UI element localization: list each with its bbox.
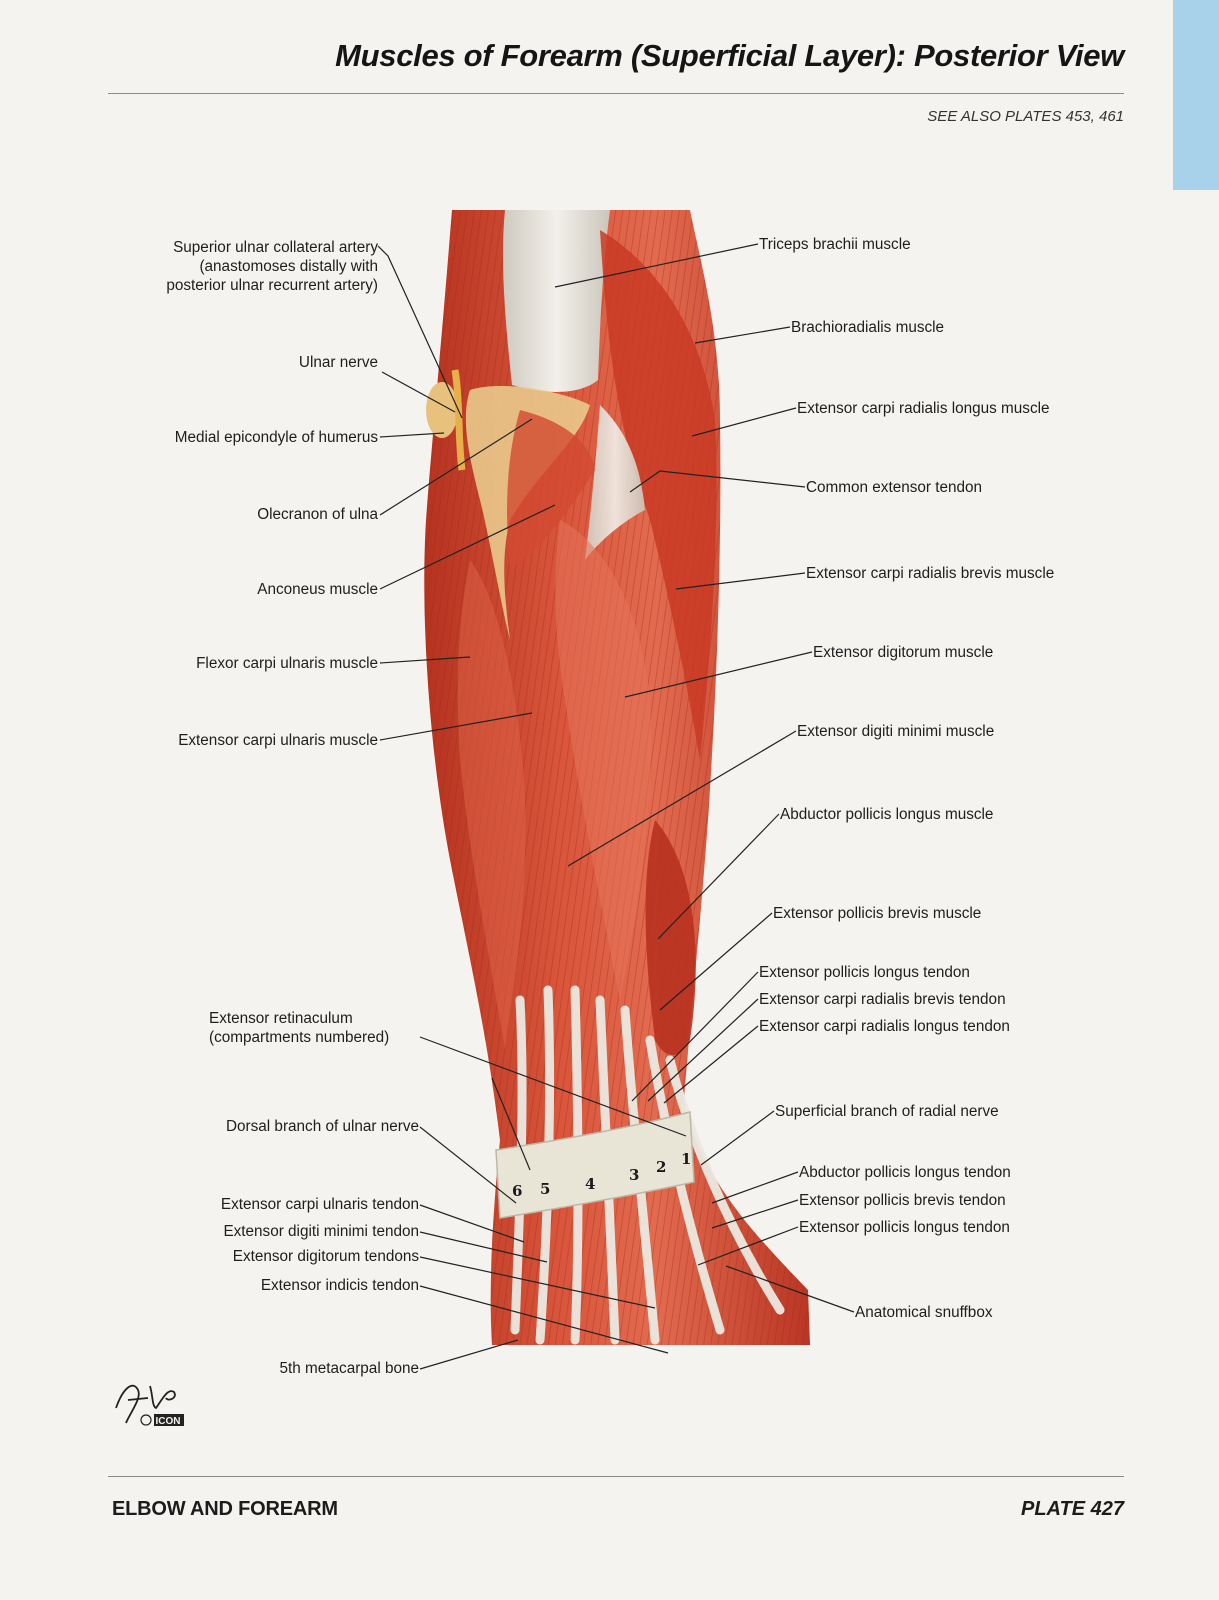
label-common-extensor-tendon: Common extensor tendon	[806, 479, 983, 496]
label-superior-ulnar-collateral-artery: Superior ulnar collateral artery (anasto…	[166, 239, 378, 294]
footer-divider	[108, 1476, 1124, 1477]
section-name: ELBOW AND FOREARM	[112, 1498, 338, 1520]
label-abductor-pollicis-longus-tendon: Abductor pollicis longus tendon	[799, 1164, 1011, 1181]
see-also-plates: SEE ALSO PLATES 453, 461	[927, 108, 1124, 125]
label-triceps-brachii: Triceps brachii muscle	[759, 236, 911, 253]
artist-signature: ICON	[115, 1384, 184, 1427]
label-medial-epicondyle: Medial epicondyle of humerus	[174, 429, 378, 446]
label-ulnar-nerve: Ulnar nerve	[298, 354, 378, 371]
label-anconeus: Anconeus muscle	[257, 581, 378, 598]
compartment-1: 1	[681, 1150, 691, 1168]
label-fifth-metacarpal: 5th metacarpal bone	[279, 1360, 419, 1377]
label-extensor-digiti-minimi-tendon: Extensor digiti minimi tendon	[223, 1223, 419, 1240]
brachioradialis-shape	[600, 230, 717, 760]
plate-number: PLATE 427	[1021, 1498, 1124, 1520]
label-brachioradialis: Brachioradialis muscle	[791, 319, 945, 336]
label-extensor-pollicis-brevis-tendon: Extensor pollicis brevis tendon	[799, 1192, 1006, 1209]
label-dorsal-branch-ulnar-nerve: Dorsal branch of ulnar nerve	[225, 1118, 419, 1135]
label-flexor-carpi-ulnaris: Flexor carpi ulnaris muscle	[196, 655, 378, 672]
label-anatomical-snuffbox: Anatomical snuffbox	[855, 1304, 993, 1321]
label-extensor-digiti-minimi: Extensor digiti minimi muscle	[797, 723, 995, 740]
compartment-3: 3	[629, 1166, 639, 1184]
compartment-4: 4	[585, 1175, 595, 1193]
label-extensor-digitorum-tendons: Extensor digitorum tendons	[232, 1248, 419, 1265]
compartment-2: 2	[656, 1158, 666, 1176]
label-abductor-pollicis-longus: Abductor pollicis longus muscle	[780, 806, 994, 823]
label-extensor-carpi-radialis-brevis-tendon: Extensor carpi radialis brevis tendon	[759, 991, 1006, 1008]
label-extensor-carpi-ulnaris-tendon: Extensor carpi ulnaris tendon	[220, 1196, 419, 1213]
label-extensor-indicis-tendon: Extensor indicis tendon	[260, 1277, 419, 1294]
compartment-6: 6	[512, 1182, 522, 1200]
common-extensor-tendon-shape	[585, 405, 645, 560]
label-extensor-pollicis-longus-tendon: Extensor pollicis longus tendon	[759, 964, 970, 981]
triceps-tendon	[502, 210, 610, 392]
label-extensor-carpi-radialis-brevis: Extensor carpi radialis brevis muscle	[806, 565, 1055, 582]
label-extensor-pollicis-brevis: Extensor pollicis brevis muscle	[773, 905, 982, 922]
header-divider	[108, 93, 1124, 94]
leader-lines	[377, 243, 855, 1370]
label-extensor-retinaculum: Extensor retinaculum (compartments numbe…	[209, 1010, 390, 1046]
svg-text:ICON: ICON	[156, 1416, 181, 1427]
label-extensor-pollicis-longus-tendon-2: Extensor pollicis longus tendon	[799, 1219, 1010, 1236]
icon-logo	[154, 1414, 184, 1426]
label-extensor-carpi-radialis-longus-tendon: Extensor carpi radialis longus tendon	[759, 1018, 1010, 1035]
label-extensor-carpi-radialis-longus: Extensor carpi radialis longus muscle	[797, 400, 1050, 417]
label-olecranon: Olecranon of ulna	[257, 506, 378, 523]
label-superficial-branch-radial-nerve: Superficial branch of radial nerve	[775, 1103, 999, 1120]
page-title: Muscles of Forearm (Superficial Layer): …	[335, 38, 1124, 73]
label-extensor-carpi-ulnaris: Extensor carpi ulnaris muscle	[178, 732, 378, 749]
label-extensor-digitorum: Extensor digitorum muscle	[813, 644, 994, 661]
side-tab	[1173, 0, 1219, 190]
compartment-5: 5	[540, 1180, 550, 1198]
extensor-retinaculum-band	[495, 1111, 695, 1219]
